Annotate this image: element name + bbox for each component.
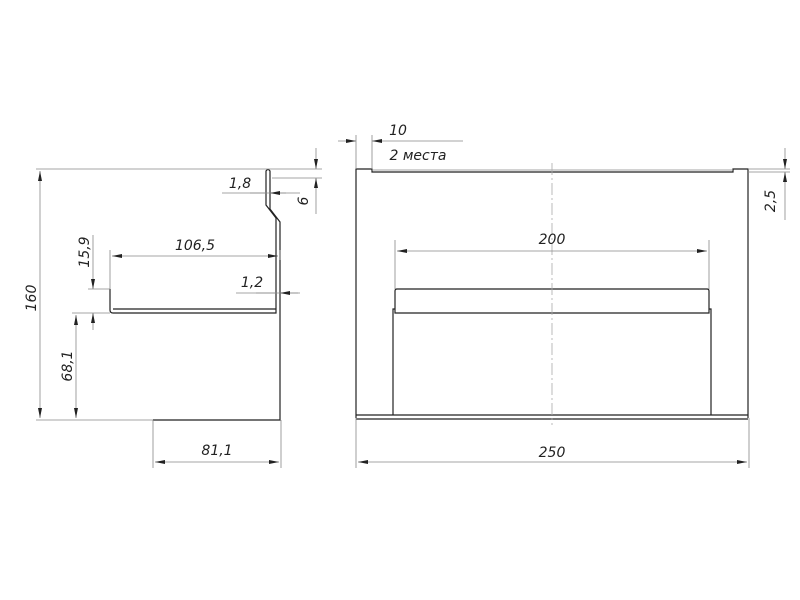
side-view: 160 68,1 15,9 106,5 1,2 1,8 6 81,1 [24, 148, 322, 468]
dim-1-8-label: 1,8 [229, 176, 251, 192]
dim-1-2-label: 1,2 [241, 275, 263, 291]
dim-15-9-label: 15,9 [77, 236, 93, 267]
dim-106-5-label: 106,5 [175, 238, 215, 254]
inner-box [392, 308, 712, 415]
front-extension-lines [355, 135, 790, 468]
dim-160-label: 160 [24, 285, 40, 312]
extension-lines [36, 168, 322, 468]
dim-2-5-label: 2,5 [763, 190, 779, 212]
lid [394, 288, 710, 314]
dim-10-label: 10 [389, 123, 407, 139]
dim-200-label: 200 [539, 232, 566, 248]
dim-81-1-label: 81,1 [201, 443, 232, 459]
side-profile [109, 168, 281, 421]
dim-6-label: 6 [296, 196, 312, 205]
dim-10-note: 2 места [390, 148, 447, 164]
dim-250-label: 250 [539, 445, 566, 461]
dim-68-1-label: 68,1 [60, 350, 76, 381]
front-view: 250 200 10 2 места 2,5 [338, 123, 790, 468]
